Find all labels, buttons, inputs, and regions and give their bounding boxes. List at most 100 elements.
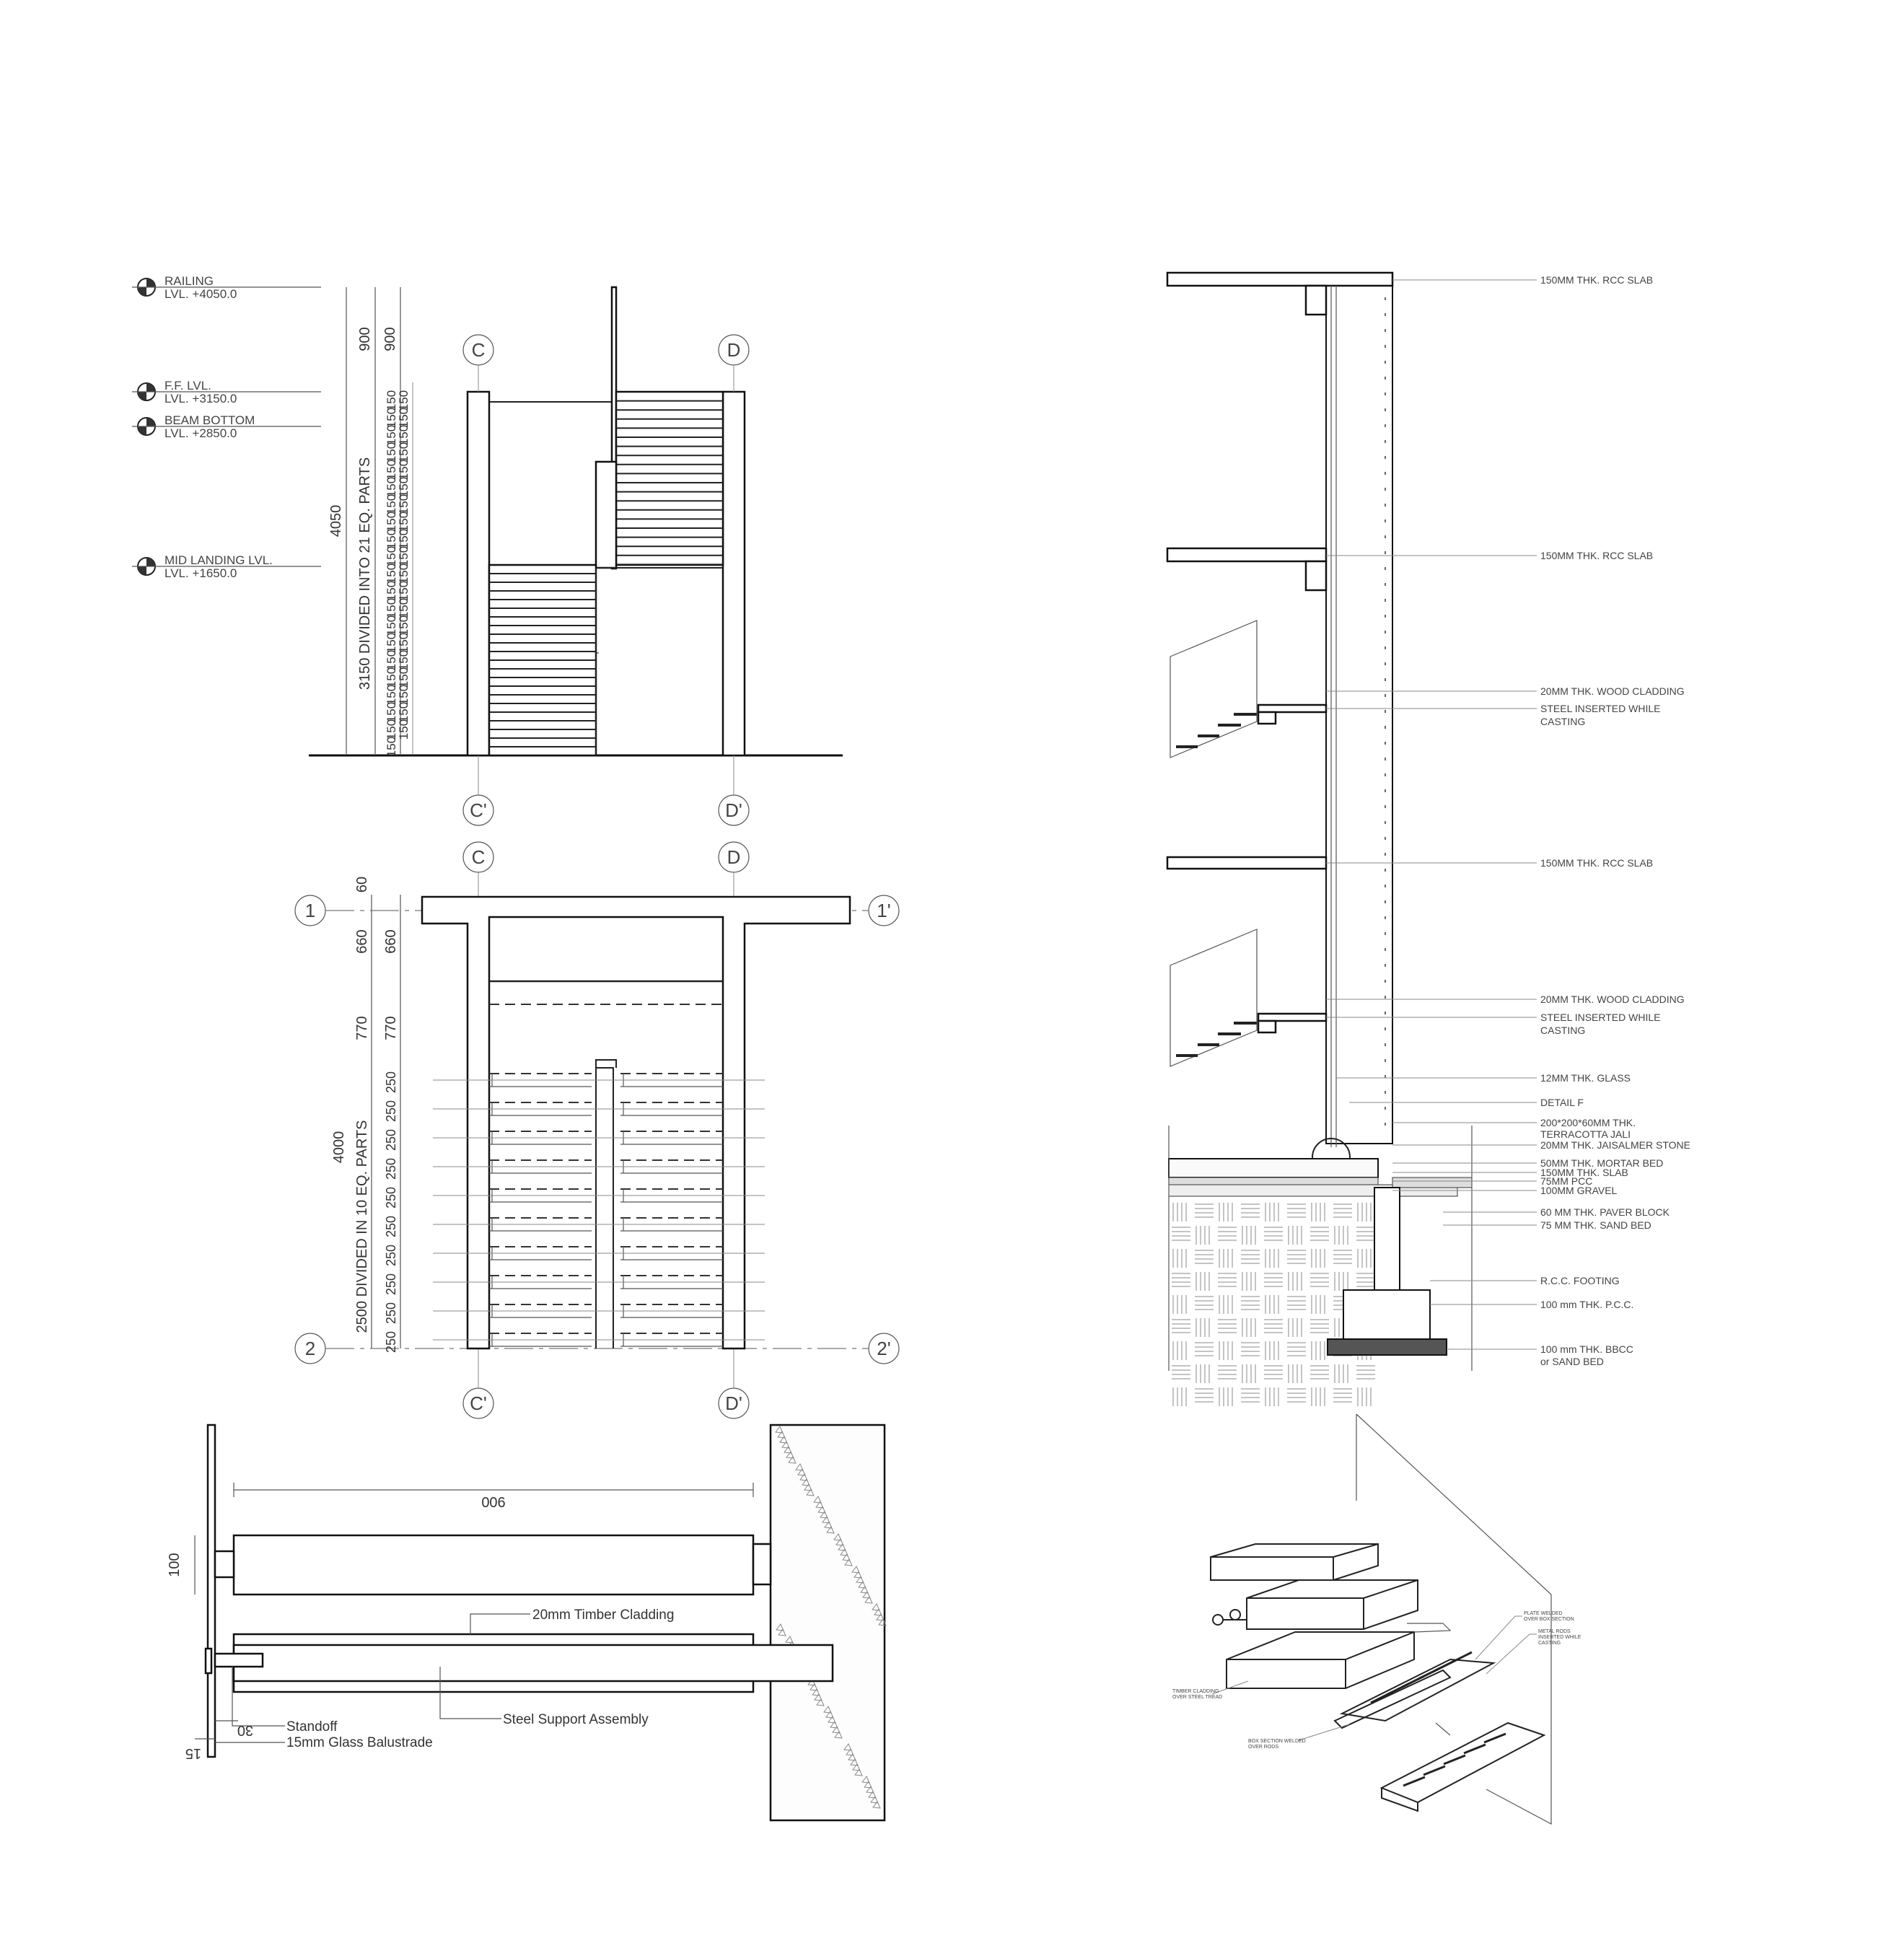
riser-dim-label: 150 <box>385 546 398 566</box>
tread-dim-label: 250 <box>384 1187 398 1209</box>
riser-dim-label: 150 <box>385 425 398 445</box>
column-d <box>721 390 746 757</box>
tread-dim-label: 250 <box>384 1245 398 1266</box>
riser-dim-label: 150 <box>385 442 398 462</box>
grid-bubble-c-prime: C' <box>462 755 494 826</box>
wall-section-note: STEEL INSERTED WHILE <box>1540 703 1660 714</box>
iso-label: OVER BOX SECTION <box>1524 1617 1574 1622</box>
level-value: LVL. +1650.0 <box>164 566 237 580</box>
wall-section-note: 60 MM THK. PAVER BLOCK <box>1540 1206 1670 1218</box>
wall-section-note: STEEL INSERTED WHILE <box>1540 1012 1660 1023</box>
riser-dim-label: 150 <box>397 442 411 462</box>
dim-660: 660 <box>354 929 370 953</box>
rcc-slab-1 <box>1166 271 1394 287</box>
riser-dim-label: 150 <box>397 494 411 514</box>
dim-total-length: 4000 <box>331 1131 347 1164</box>
tread-dim-label: 250 <box>384 1071 398 1093</box>
grid-bubble-d-prime: D' <box>718 1348 750 1419</box>
cantilever-tread-1 <box>1170 620 1328 758</box>
rcc-footing <box>1343 1289 1431 1340</box>
dim-60: 60 <box>354 877 370 892</box>
wall-section-note: 20MM THK. WOOD CLADDING <box>1540 994 1685 1005</box>
label-standoff: Standoff <box>286 1719 338 1734</box>
riser-dim-label: 150 <box>397 719 411 740</box>
riser-dim-label: 150 <box>397 408 411 428</box>
riser-dim-label: 150 <box>385 598 398 618</box>
wall-section-note: 200*200*60MM THK. <box>1540 1117 1636 1128</box>
level-value: LVL. +2850.0 <box>164 426 237 440</box>
grid-bubble-d: D <box>718 841 750 898</box>
riser-dim-label: 150 <box>397 667 411 688</box>
label-steel-support: Steel Support Assembly <box>503 1712 649 1727</box>
riser-dim-label: 150 <box>397 702 411 722</box>
wall-section-note: R.C.C. FOOTING <box>1540 1275 1620 1286</box>
riser-dim-label: 150 <box>397 633 411 653</box>
tread-dim-label: 250 <box>384 1129 398 1151</box>
label-glass-balustrade: 15mm Glass Balustrade <box>286 1735 433 1750</box>
wall-section-note: 100 mm THK. BBCC <box>1540 1343 1633 1355</box>
svg-text:1: 1 <box>305 900 315 921</box>
label-timber-cladding: 20mm Timber Cladding <box>532 1608 674 1623</box>
svg-text:2': 2' <box>877 1338 890 1359</box>
riser-dim-label: 150 <box>385 563 398 584</box>
wall-section-note: 100 mm THK. P.C.C. <box>1540 1299 1633 1310</box>
riser-dim-label: 150 <box>397 529 411 549</box>
concrete-wall <box>769 1424 886 1822</box>
dim-660-2: 660 <box>383 929 399 953</box>
level-marker-railing: RAILING LVL. +4050.0 <box>132 274 321 301</box>
dim-total-height: 4050 <box>328 505 344 538</box>
stair-plan: C D 1 1' 2 2' C' D' 4000 2500 DIVIDED IN… <box>294 841 900 1419</box>
grid-bubble-c: C <box>462 334 494 392</box>
wall-section-note: 150MM THK. RCC SLAB <box>1540 274 1653 286</box>
tread-dim-label: 250 <box>384 1100 398 1122</box>
riser-dim-label: 150 <box>385 529 398 549</box>
riser-dim-label: 150 <box>397 390 411 411</box>
grid-bubble-d-prime: D' <box>718 755 750 826</box>
wall-section-note: 20MM THK. WOOD CLADDING <box>1540 685 1685 697</box>
dim-15: 15 <box>185 1745 201 1761</box>
riser-dim-label: 150 <box>385 477 398 497</box>
iso-label: TIMBER CLADDING <box>1172 1689 1219 1694</box>
level-marker-beam-bottom: BEAM BOTTOM LVL. +2850.0 <box>132 413 321 440</box>
dim-770: 770 <box>354 1016 370 1040</box>
wall-section-note: or SAND BED <box>1540 1356 1604 1367</box>
wall-section-note: CASTING <box>1540 1025 1585 1036</box>
riser-dim-label: 150 <box>397 460 411 480</box>
rcc-slab-3 <box>1166 856 1328 870</box>
level-marker-mid-landing: MID LANDING LVL. LVL. +1650.0 <box>132 553 321 580</box>
wall-section-note: DETAIL F <box>1540 1097 1584 1108</box>
riser-dim-label: 150 <box>397 563 411 584</box>
iso-label: METAL RODS <box>1538 1629 1571 1634</box>
level-name: F.F. LVL. <box>164 379 211 392</box>
column-c <box>466 390 491 757</box>
wall-section-note: 150MM THK. SLAB <box>1540 1167 1628 1178</box>
iso-label: BOX SECTION WELDED <box>1248 1739 1306 1744</box>
riser-dim-label: 150 <box>385 737 398 757</box>
wall-section-note: CASTING <box>1540 716 1585 727</box>
svg-text:D': D' <box>725 1392 742 1414</box>
lower-flight <box>488 563 597 757</box>
level-name: MID LANDING LVL. <box>164 553 273 567</box>
level-value: LVL. +4050.0 <box>164 287 237 301</box>
dim-top-2: 900 <box>382 327 398 351</box>
svg-text:1': 1' <box>877 900 890 921</box>
level-name: BEAM BOTTOM <box>164 413 255 427</box>
dim-height: 100 <box>167 1553 183 1576</box>
riser-dim-label: 150 <box>397 546 411 566</box>
svg-text:D': D' <box>725 799 742 821</box>
wall-section-note: 150MM THK. RCC SLAB <box>1540 550 1653 561</box>
riser-dim-label: 150 <box>397 650 411 670</box>
dim-division: 3150 DIVIDED INTO 21 EQ. PARTS <box>357 457 373 690</box>
wall-section-note: 75 MM THK. SAND BED <box>1540 1219 1651 1231</box>
riser-dim-label: 150 <box>385 719 398 740</box>
svg-text:C: C <box>472 339 486 361</box>
riser-dim-label: 150 <box>397 512 411 532</box>
level-marker-ff: F.F. LVL. LVL. +3150.0 <box>132 379 321 405</box>
tread-dim-label: 250 <box>384 1302 398 1324</box>
riser-dim-label: 150 <box>397 598 411 618</box>
plan-treads <box>433 1073 765 1347</box>
plan-walls <box>421 895 851 1350</box>
